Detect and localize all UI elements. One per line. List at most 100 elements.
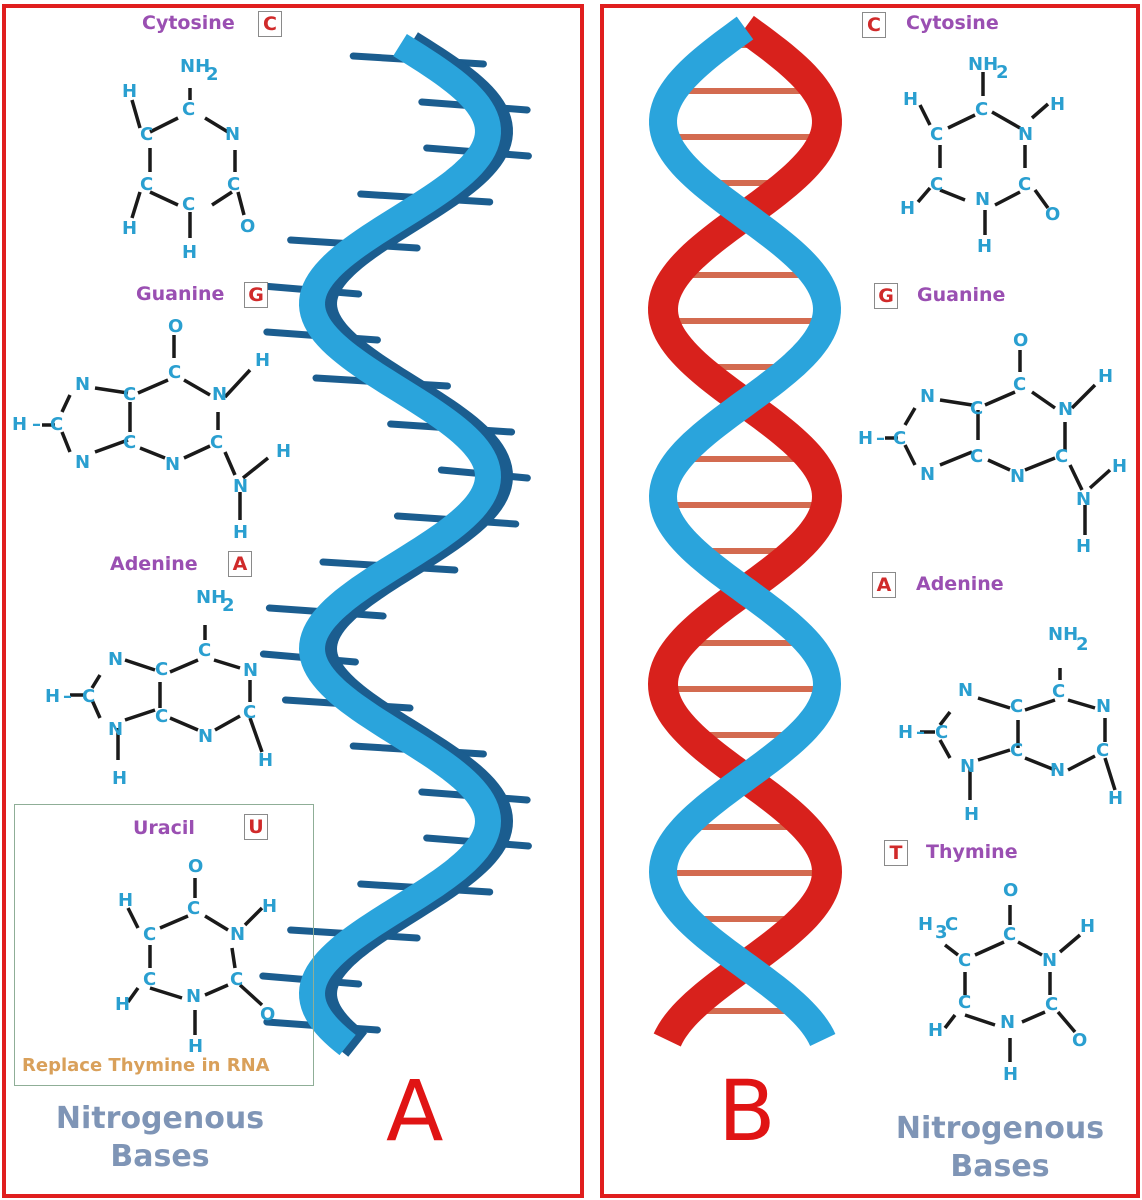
svg-text:C: C — [187, 898, 200, 919]
svg-text:C: C — [958, 992, 971, 1013]
svg-text:C: C — [168, 362, 181, 383]
svg-text:C: C — [970, 398, 983, 419]
panel-a-footer-line1: Nitrogenous — [55, 1101, 265, 1136]
svg-text:H: H — [1080, 916, 1095, 937]
svg-text:C: C — [1052, 681, 1065, 702]
svg-text:N: N — [212, 384, 227, 405]
base-code-adenine-b: A — [872, 572, 896, 598]
svg-text:N: N — [960, 756, 975, 777]
svg-text:2: 2 — [996, 62, 1009, 83]
svg-text:H: H — [255, 350, 270, 371]
svg-text:C: C — [123, 432, 136, 453]
base-name-cytosine-a: Cytosine — [142, 12, 235, 34]
base-name-guanine-a: Guanine — [136, 283, 225, 305]
svg-text:C: C — [1096, 740, 1109, 761]
svg-text:H: H — [1108, 788, 1123, 809]
svg-text:–: – — [876, 428, 885, 449]
svg-text:C: C — [82, 686, 95, 707]
svg-text:H: H — [122, 81, 137, 102]
svg-text:N: N — [958, 680, 973, 701]
panel-b-footer: Nitrogenous Bases — [880, 1110, 1120, 1186]
base-name-thymine-b: Thymine — [926, 841, 1018, 863]
svg-text:H: H — [262, 896, 277, 917]
svg-text:–: – — [63, 686, 72, 707]
panel-a-footer: Nitrogenous Bases — [40, 1100, 280, 1176]
svg-text:C: C — [970, 446, 983, 467]
svg-text:H: H — [1050, 94, 1065, 115]
svg-text:N: N — [75, 374, 90, 395]
svg-text:O: O — [1045, 204, 1060, 225]
panel-b-letter: B — [718, 1062, 776, 1160]
svg-text:O: O — [260, 1004, 275, 1025]
svg-text:2: 2 — [206, 64, 219, 85]
uracil-rna-note: Replace Thymine in RNA — [22, 1055, 270, 1076]
svg-text:C: C — [930, 124, 943, 145]
svg-text:H: H — [182, 242, 197, 263]
base-name-cytosine-b: Cytosine — [906, 12, 999, 34]
base-name-guanine-b: Guanine — [917, 284, 1006, 306]
svg-text:N: N — [1010, 466, 1025, 487]
svg-text:C: C — [243, 702, 256, 723]
svg-text:C: C — [155, 659, 168, 680]
svg-text:H: H — [112, 768, 127, 789]
svg-text:3: 3 — [935, 922, 948, 943]
base-code-uracil-a: U — [244, 814, 268, 840]
dna-double-helix — [647, 15, 843, 1047]
svg-text:N: N — [1076, 489, 1091, 510]
svg-text:C: C — [1013, 374, 1026, 395]
base-code-cytosine-b: C — [862, 12, 886, 38]
rna-single-strand-helix — [259, 32, 532, 1057]
svg-text:H: H — [45, 686, 60, 707]
svg-text:N: N — [230, 924, 245, 945]
svg-text:C: C — [140, 174, 153, 195]
svg-text:H: H — [12, 414, 27, 435]
svg-text:O: O — [240, 216, 255, 237]
svg-text:–: – — [32, 414, 41, 435]
svg-text:NH: NH — [196, 587, 226, 608]
svg-text:C: C — [893, 428, 906, 449]
red-strand — [647, 15, 843, 1047]
svg-text:C: C — [210, 432, 223, 453]
uracil-callout-box — [14, 804, 314, 1086]
svg-text:N: N — [920, 386, 935, 407]
svg-text:C: C — [143, 969, 156, 990]
svg-text:C: C — [975, 99, 988, 120]
svg-text:H: H — [1076, 536, 1091, 557]
svg-text:C: C — [1045, 994, 1058, 1015]
base-name-adenine-b: Adenine — [916, 573, 1004, 595]
svg-text:C: C — [143, 924, 156, 945]
panel-a-footer-line2: Bases — [110, 1139, 210, 1174]
svg-text:H: H — [928, 1020, 943, 1041]
svg-text:H: H — [122, 218, 137, 239]
svg-text:N: N — [233, 476, 248, 497]
svg-text:C: C — [935, 722, 948, 743]
svg-text:N: N — [108, 649, 123, 670]
svg-text:N: N — [1058, 399, 1073, 420]
svg-text:C: C — [1003, 924, 1016, 945]
base-code-guanine-a: G — [244, 282, 268, 308]
svg-text:C: C — [930, 174, 943, 195]
svg-text:H: H — [977, 236, 992, 257]
svg-text:H: H — [1098, 366, 1113, 387]
svg-text:H: H — [258, 750, 273, 771]
svg-text:–: – — [916, 722, 925, 743]
svg-text:N: N — [243, 660, 258, 681]
svg-text:N: N — [108, 719, 123, 740]
svg-text:H: H — [115, 994, 130, 1015]
svg-text:N: N — [1042, 950, 1057, 971]
svg-text:C: C — [182, 194, 195, 215]
base-code-adenine-a: A — [228, 551, 252, 577]
svg-text:N: N — [198, 726, 213, 747]
svg-text:C: C — [123, 384, 136, 405]
svg-text:O: O — [1003, 880, 1018, 901]
svg-text:2: 2 — [222, 595, 235, 616]
svg-text:H: H — [964, 804, 979, 825]
svg-text:C: C — [1010, 696, 1023, 717]
svg-text:C: C — [198, 640, 211, 661]
ribbon-strand — [298, 33, 502, 1056]
svg-text:N: N — [975, 189, 990, 210]
svg-text:H: H — [188, 1036, 203, 1057]
